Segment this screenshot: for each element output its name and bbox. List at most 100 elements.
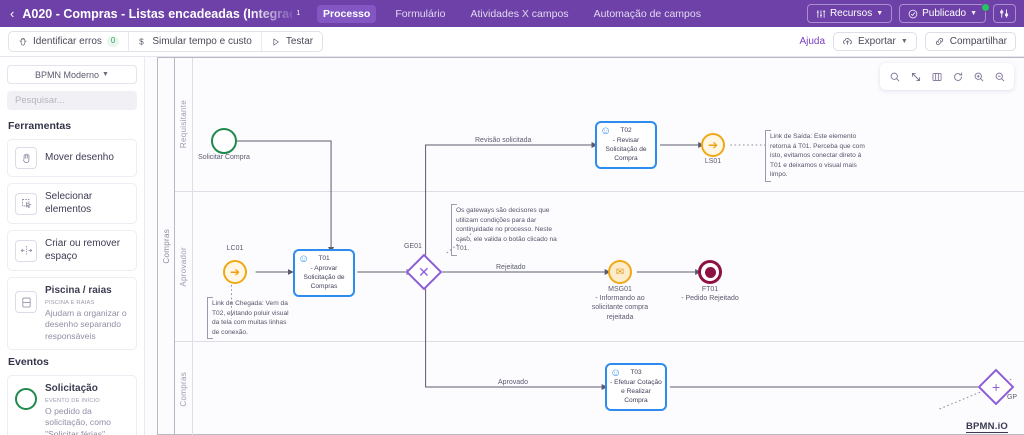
- zoom-out-button[interactable]: [990, 67, 1009, 86]
- tab-atividades-x-campos[interactable]: Atividades X campos: [470, 7, 569, 20]
- gp-label: GP: [1006, 394, 1018, 401]
- ajuda-link[interactable]: Ajuda: [799, 36, 826, 47]
- compartilhar-button[interactable]: Compartilhar: [924, 32, 1016, 51]
- flow-label-aprovado: Aprovado: [495, 379, 531, 386]
- palette-search-input[interactable]: Pesquisar...: [7, 91, 137, 110]
- header-settings-button[interactable]: [993, 4, 1016, 23]
- chevron-down-icon: ▼: [102, 71, 109, 78]
- back-chevron-icon[interactable]: ‹: [10, 6, 15, 21]
- node-start-event[interactable]: [211, 128, 237, 154]
- msg01-id: MSG01: [608, 286, 632, 293]
- tool-criar-remover-espaco[interactable]: Criar ou remover espaço: [7, 230, 137, 271]
- event-text: Solicitação EVENTO DE INÍCIO O pedido da…: [45, 383, 129, 435]
- start-event-icon: [15, 388, 37, 411]
- bpmn-pool[interactable]: Compras Requisitante Aprovador Compras: [157, 57, 1024, 435]
- exclusive-gateway-icon: ✕: [405, 253, 443, 291]
- node-ls01-link-event[interactable]: ➔: [701, 133, 725, 157]
- start-event-label: Solicitar Compra: [198, 154, 250, 161]
- tool-label: Piscina / raias: [45, 285, 112, 296]
- node-ft01-end-event[interactable]: [698, 260, 722, 284]
- event-solicitacao[interactable]: Solicitação EVENTO DE INÍCIO O pedido da…: [7, 375, 137, 435]
- recursos-button[interactable]: Recursos ▼: [806, 4, 893, 23]
- ferramentas-heading: Ferramentas: [8, 120, 72, 132]
- user-task-icon: ☺: [298, 253, 310, 265]
- tab-automacao-de-campos[interactable]: Automação de campos: [593, 7, 701, 20]
- exportar-button[interactable]: Exportar ▼: [833, 32, 917, 51]
- testar-label: Testar: [285, 36, 314, 47]
- lane-label: Aprovador: [175, 192, 193, 341]
- user-task-t01: ☺ T01 - Aprovar Solicitação de Compras: [293, 249, 355, 297]
- tab-formulario[interactable]: Formulário: [395, 7, 446, 20]
- message-event-icon: ✉: [608, 260, 632, 284]
- space-tool-icon: [15, 239, 37, 262]
- testar-button[interactable]: Testar: [262, 32, 322, 51]
- fit-viewport-button[interactable]: [906, 67, 925, 86]
- identificar-erros-button[interactable]: Identificar erros 0: [9, 32, 130, 51]
- tool-selecionar-elementos[interactable]: Selecionar elementos: [7, 183, 137, 224]
- reset-zoom-button[interactable]: [948, 67, 967, 86]
- user-task-icon: ☺: [600, 125, 612, 137]
- recursos-label: Recursos: [829, 8, 873, 19]
- lane-name: Aprovador: [179, 246, 188, 287]
- t02-id: T02: [620, 127, 632, 134]
- t01-label: - Aprovar Solicitação de Compras: [303, 264, 345, 290]
- zoom-out-icon: [995, 72, 1004, 81]
- end-event-icon: [698, 260, 722, 284]
- publicado-label: Publicado: [922, 8, 967, 19]
- lane-name: Requisitante: [179, 100, 188, 149]
- msg01-label: - Informando ao solicitante compra rejei…: [591, 295, 649, 321]
- title-superscript: 1: [296, 10, 301, 17]
- simular-tempo-custo-button[interactable]: $ Simular tempo e custo: [129, 32, 262, 51]
- search-tool-button[interactable]: [885, 67, 904, 86]
- lane-compras[interactable]: Compras: [175, 342, 1024, 435]
- node-ge01-gateway[interactable]: ✕: [405, 253, 443, 291]
- node-msg01-event[interactable]: ✉: [608, 260, 632, 284]
- header-actions: Recursos ▼ Publicado ▼: [806, 3, 1016, 23]
- tool-mover-desenho[interactable]: Mover desenho: [7, 139, 137, 177]
- publicado-button[interactable]: Publicado ▼: [899, 4, 986, 23]
- dollar-icon: $: [139, 38, 144, 47]
- zoom-in-icon: [974, 72, 983, 81]
- hand-move-icon: [15, 147, 37, 169]
- check-circle-icon: [908, 9, 918, 18]
- ls01-label: LS01: [704, 158, 722, 165]
- notation-select[interactable]: BPMN Moderno ▼: [7, 65, 137, 84]
- t03-id: T03: [630, 369, 642, 376]
- node-lc01-link-event[interactable]: ➔: [223, 260, 247, 284]
- tool-label: Selecionar elementos: [45, 191, 93, 215]
- start-event-icon: [211, 128, 237, 154]
- gateway-plus-glyph: +: [991, 379, 1001, 395]
- notation-select-label: BPMN Moderno: [35, 69, 100, 80]
- annotation-gateway-note[interactable]: Os gateways são decisores que utilizam c…: [451, 204, 563, 256]
- tool-description: Ajudam a organizar o desenho separando r…: [45, 307, 127, 341]
- chevron-down-icon: ▼: [970, 10, 977, 17]
- lane-label: Compras: [175, 342, 193, 435]
- element-palette: BPMN Moderno ▼ Pesquisar... Ferramentas …: [0, 57, 145, 435]
- exportar-label: Exportar: [858, 36, 896, 47]
- node-t03-task[interactable]: ☺ T03 - Efetuar Cotação e Realizar Compr…: [605, 363, 667, 411]
- toolbar-segment-group: Identificar erros 0 $ Simular tempo e cu…: [8, 31, 324, 52]
- diagram-canvas[interactable]: Compras Requisitante Aprovador Compras: [145, 57, 1024, 435]
- pool-lanes-icon: [15, 291, 37, 313]
- t03-label: - Efetuar Cotação e Realizar Compra: [610, 378, 662, 404]
- app-header: ‹ A020 - Compras - Listas encadeadas (In…: [0, 0, 1024, 27]
- annotation-link-chegada-note[interactable]: Link de Chegada: Vem da T02, evitando po…: [207, 297, 293, 340]
- canvas-toolbar: [880, 63, 1014, 90]
- error-count-badge: 0: [106, 36, 120, 47]
- lane-requisitante[interactable]: Requisitante: [175, 58, 1024, 192]
- cloud-upload-icon: [843, 38, 852, 45]
- sliders-icon: [816, 9, 826, 18]
- tool-subtitle: PISCINA E RAIAS: [45, 299, 95, 306]
- minimap-button[interactable]: [927, 67, 946, 86]
- node-t02-task[interactable]: ☺ T02 - Revisar Solicitação de Compra: [595, 121, 657, 169]
- chevron-down-icon: ▼: [900, 38, 908, 45]
- tab-processo[interactable]: Processo: [317, 4, 377, 23]
- reset-zoom-icon: [953, 72, 962, 81]
- gateway-x-glyph: ✕: [418, 263, 430, 280]
- editor-toolbar: Identificar erros 0 $ Simular tempo e cu…: [0, 27, 1024, 57]
- eventos-heading: Eventos: [8, 356, 49, 369]
- annotation-link-saida-note[interactable]: Link de Saída: Este elemento retorna á T…: [765, 130, 871, 182]
- tool-piscina-raias[interactable]: Piscina / raias PISCINA E RAIAS Ajudam a…: [7, 277, 137, 351]
- zoom-in-button[interactable]: [969, 67, 988, 86]
- node-t01-task[interactable]: ☺ T01 - Aprovar Solicitação de Compras: [293, 249, 355, 297]
